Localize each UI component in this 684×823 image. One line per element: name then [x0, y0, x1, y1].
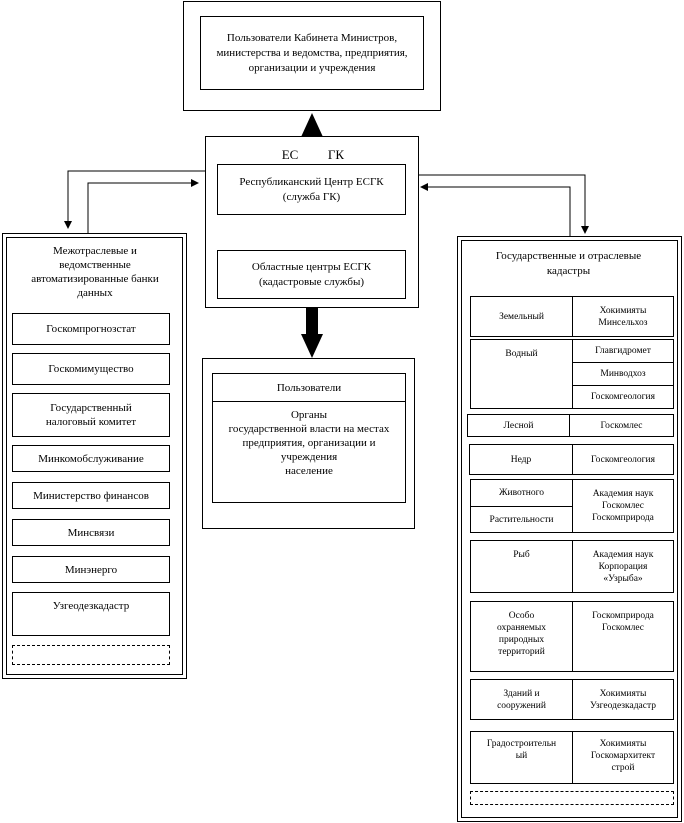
databank-label: Государственный налоговый комитет — [45, 402, 137, 428]
databank-item: Госкомпрогнозстат — [12, 313, 170, 345]
es-label: ЕС — [281, 147, 299, 162]
databank-placeholder — [12, 645, 170, 665]
esgk-center-box: ЕС ГК Республиканский Центр ЕСГК (служба… — [205, 136, 419, 308]
cadastre-key: Особо охраняемых природных территорий — [496, 611, 547, 657]
cadastre-key: Земельный — [471, 297, 573, 336]
databank-item: Министерство финансов — [12, 482, 170, 509]
regional-centers-text: Областные центры ЕСГК (кадастровые служб… — [251, 260, 372, 288]
cadastre-value: Госкомприрода Госкомлес — [592, 611, 654, 633]
databanks-title: Межотраслевые и ведомственные автоматизи… — [31, 245, 159, 299]
down-thick-arrow — [301, 308, 323, 358]
left-out-arrow — [64, 170, 216, 229]
top-users-outer: Пользователи Кабинета Министров, министе… — [183, 1, 441, 111]
cadastre-value: Минводхоз — [573, 363, 673, 386]
cadastre-row-protected: Особо охраняемых природных территорий Го… — [470, 601, 674, 672]
regional-centers-box: Областные центры ЕСГК (кадастровые служб… — [217, 250, 406, 299]
databank-label: Минэнерго — [64, 563, 118, 576]
cadastres-box: Государственные и отраслевые кадастры Зе… — [457, 236, 682, 822]
cadastre-value: Хокимияты Узгеодезкадастр — [590, 688, 656, 711]
right-in-arrow — [420, 183, 571, 237]
cadastre-value: Госкомгеология — [590, 454, 656, 465]
cadastre-value: Главгидромет — [573, 340, 673, 363]
users-title: Пользователи — [213, 374, 405, 402]
cadastre-row-land: Земельный Хокимияты Минсельхоз — [470, 296, 674, 337]
databank-label: Госкомпрогнозстат — [46, 323, 136, 335]
users-outer: Пользователи Органы государственной влас… — [202, 358, 415, 529]
cadastre-row-urban: Градостроительн ый Хокимияты Госкомархит… — [470, 731, 674, 784]
databank-item: Узгеодезкадастр — [12, 592, 170, 636]
users-body: Органы государственной власти на местах … — [228, 409, 390, 477]
top-users-text: Пользователи Кабинета Министров, министе… — [216, 31, 408, 74]
cadastre-key: Животного — [471, 480, 573, 507]
users-inner: Пользователи Органы государственной влас… — [212, 373, 406, 503]
cadastre-row-subsoil: Недр Госкомгеология — [469, 444, 674, 475]
gk-label: ГК — [327, 147, 345, 162]
databank-label: Узгеодезкадастр — [52, 600, 130, 612]
cadastre-value: Академия наук Корпорация «Узрыба» — [592, 549, 654, 584]
cadastre-key: Рыб — [513, 550, 530, 560]
databank-label: Минсвязи — [67, 526, 115, 539]
top-users-box: Пользователи Кабинета Министров, министе… — [200, 16, 424, 90]
databank-label: Госкомимущество — [48, 363, 134, 375]
databank-label: Минкомобслуживание — [38, 452, 144, 465]
cadastre-row-water: Водный Главгидромет Минводхоз Госкомгеол… — [470, 339, 674, 409]
left-in-arrow — [87, 179, 199, 233]
cadastre-row-forest: Лесной Госкомлес — [467, 414, 674, 437]
republic-center-box: Республиканский Центр ЕСГК (служба ГК) — [217, 164, 406, 215]
cadastre-row-fauna-flora: Животного Растительности Академия наук Г… — [470, 479, 674, 533]
databank-label: Министерство финансов — [33, 489, 149, 502]
cadastre-value: Хокимияты Госкомархитект строй — [590, 739, 656, 773]
cadastre-value: Хокимияты Минсельхоз — [598, 305, 648, 328]
cadastre-row-buildings: Зданий и сооружений Хокимияты Узгеодезка… — [470, 679, 674, 720]
cadastre-row-fish: Рыб Академия наук Корпорация «Узрыба» — [470, 540, 674, 593]
cadastres-title: Государственные и отраслевые кадастры — [495, 250, 642, 277]
databank-item: Минкомобслуживание — [12, 445, 170, 472]
cadastre-value: Госкомлес — [600, 420, 643, 431]
republic-center-text: Республиканский Центр ЕСГК (служба ГК) — [239, 175, 384, 203]
right-out-arrow — [405, 174, 589, 234]
databank-item: Минэнерго — [12, 556, 170, 583]
cadastre-value: Госкомгеология — [590, 392, 656, 402]
cadastre-key: Зданий и сооружений — [471, 680, 573, 719]
cadastre-key: Растительности — [471, 507, 573, 532]
cadastre-key: Водный — [505, 349, 538, 359]
databank-item: Минсвязи — [12, 519, 170, 546]
cadastre-value: Академия наук Госкомлес Госкомприрода — [592, 489, 654, 523]
cadastre-key: Недр — [470, 445, 573, 474]
cadastre-placeholder — [470, 791, 674, 805]
databanks-box: Межотраслевые и ведомственные автоматизи… — [2, 233, 187, 679]
cadastre-key: Градостроительн ый — [486, 739, 557, 761]
databank-item: Государственный налоговый комитет — [12, 393, 170, 437]
databank-item: Госкомимущество — [12, 353, 170, 385]
cadastre-key: Лесной — [468, 415, 570, 436]
